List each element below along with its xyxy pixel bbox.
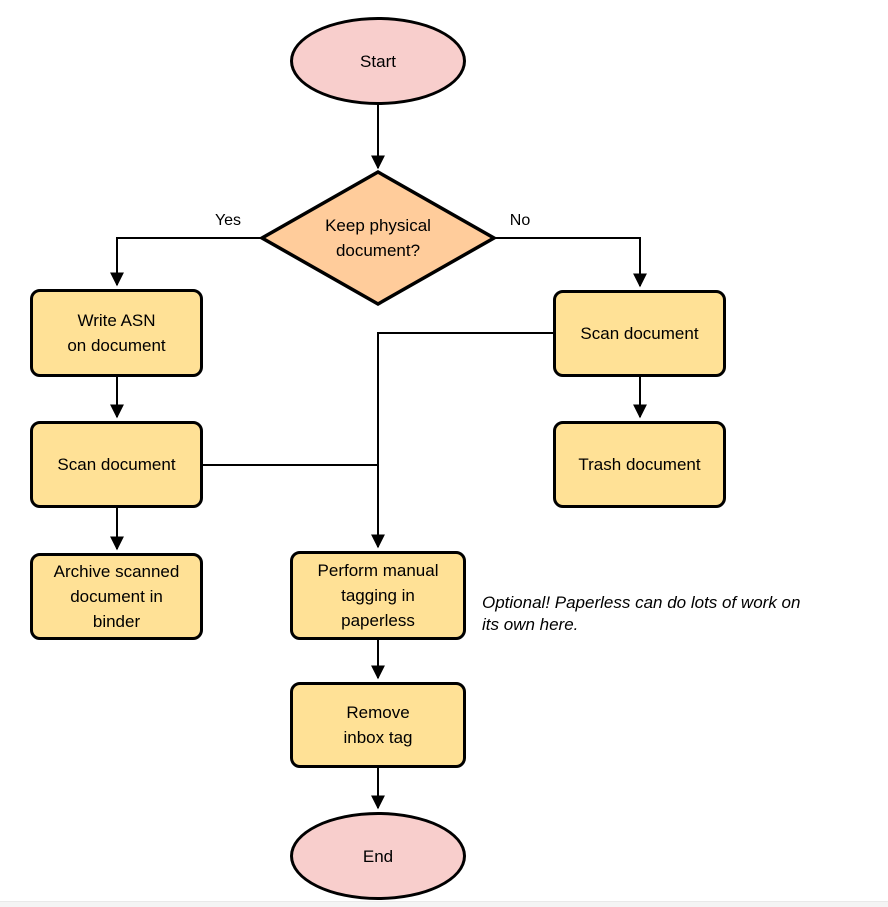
node-manual-tagging-line: Perform manual	[317, 561, 439, 580]
edge-label-yes-text: Yes	[214, 212, 242, 229]
edge-label-yes: Yes	[205, 212, 251, 230]
node-decision-line: Keep physical	[325, 216, 431, 235]
node-end-label: End	[362, 846, 394, 866]
node-archive-binder-line: Archive scanned	[53, 562, 180, 581]
node-scan-document-right: Scan document	[553, 290, 726, 377]
connector-scan-right-to-tagging	[371, 332, 553, 549]
edge-label-no-text: No	[509, 212, 531, 229]
node-manual-tagging-line: tagging in	[341, 586, 415, 605]
node-start: Start	[290, 17, 466, 105]
connector-decision-yes-to-write-asn	[110, 237, 262, 287]
node-remove-inbox-tag-line: Remove	[346, 703, 410, 722]
node-archive-binder: Archive scanned document in binder	[30, 553, 203, 640]
edge-label-no: No	[498, 212, 542, 230]
node-end: End	[290, 812, 466, 900]
node-remove-inbox-tag: Remove inbox tag	[290, 682, 466, 768]
node-trash-document-line: Trash document	[578, 455, 701, 474]
node-trash-document: Trash document	[553, 421, 726, 508]
connector-decision-no-to-scan-right	[494, 237, 647, 288]
node-manual-tagging-line: paperless	[341, 611, 415, 630]
node-start-label: Start	[360, 51, 396, 71]
node-scan-document-right-line: Scan document	[580, 324, 699, 343]
node-scan-document-left-line: Scan document	[57, 455, 176, 474]
annotation-line: its own here.	[482, 615, 579, 634]
node-decision-line: document?	[335, 241, 421, 260]
node-write-asn: Write ASN on document	[30, 289, 203, 377]
node-write-asn-line: on document	[67, 336, 166, 355]
node-write-asn-line: Write ASN	[77, 311, 156, 330]
annotation-optional-note: Optional! Paperless can do lots of work …	[482, 592, 884, 636]
node-archive-binder-line: document in	[70, 587, 163, 606]
node-archive-binder-line: binder	[92, 612, 141, 631]
annotation-line: Optional! Paperless can do lots of work …	[482, 593, 801, 612]
node-decision-label: Keep physical document?	[278, 205, 478, 271]
node-remove-inbox-tag-line: inbox tag	[343, 728, 413, 747]
node-manual-tagging: Perform manual tagging in paperless	[290, 551, 466, 640]
decision-diamond-shape	[258, 169, 498, 307]
page-bottom-divider	[0, 901, 888, 907]
node-scan-document-left: Scan document	[30, 421, 203, 508]
